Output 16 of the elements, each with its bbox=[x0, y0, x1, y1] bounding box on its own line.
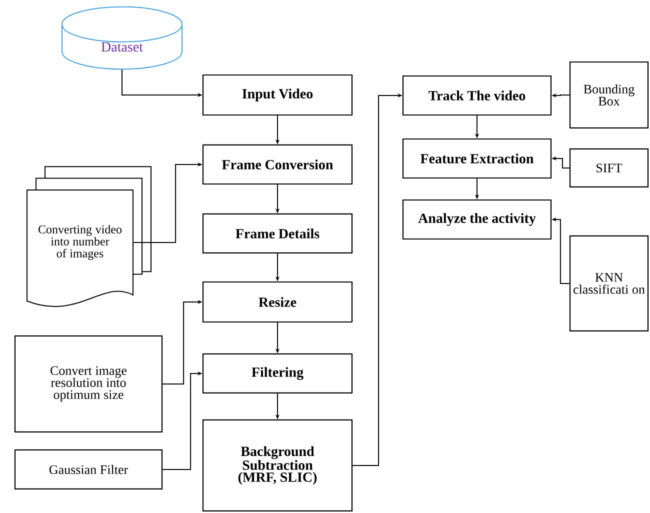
process-box: Input Video bbox=[202, 74, 353, 116]
process-box: Filtering bbox=[202, 353, 353, 394]
document-stack: Converting video into number of images bbox=[26, 166, 152, 307]
process-box: Resize bbox=[202, 281, 353, 323]
process-box: Convert image resolution into optimum size bbox=[14, 335, 163, 433]
process-box: Feature Extraction bbox=[402, 138, 552, 179]
process-box: SIFT bbox=[569, 148, 649, 188]
process-box: Gaussian Filter bbox=[14, 449, 163, 490]
database-cylinder: Dataset bbox=[62, 6, 182, 70]
process-box: Background Subtraction (MRF, SLIC) bbox=[202, 419, 353, 512]
process-box: Frame Details bbox=[202, 213, 353, 254]
process-box: Track The video bbox=[402, 75, 552, 116]
process-box: Analyze the activity bbox=[402, 199, 552, 240]
process-box: Frame Conversion bbox=[202, 144, 353, 185]
process-box: Bounding Box bbox=[569, 61, 649, 129]
process-box: KNN classificati on bbox=[569, 235, 649, 332]
